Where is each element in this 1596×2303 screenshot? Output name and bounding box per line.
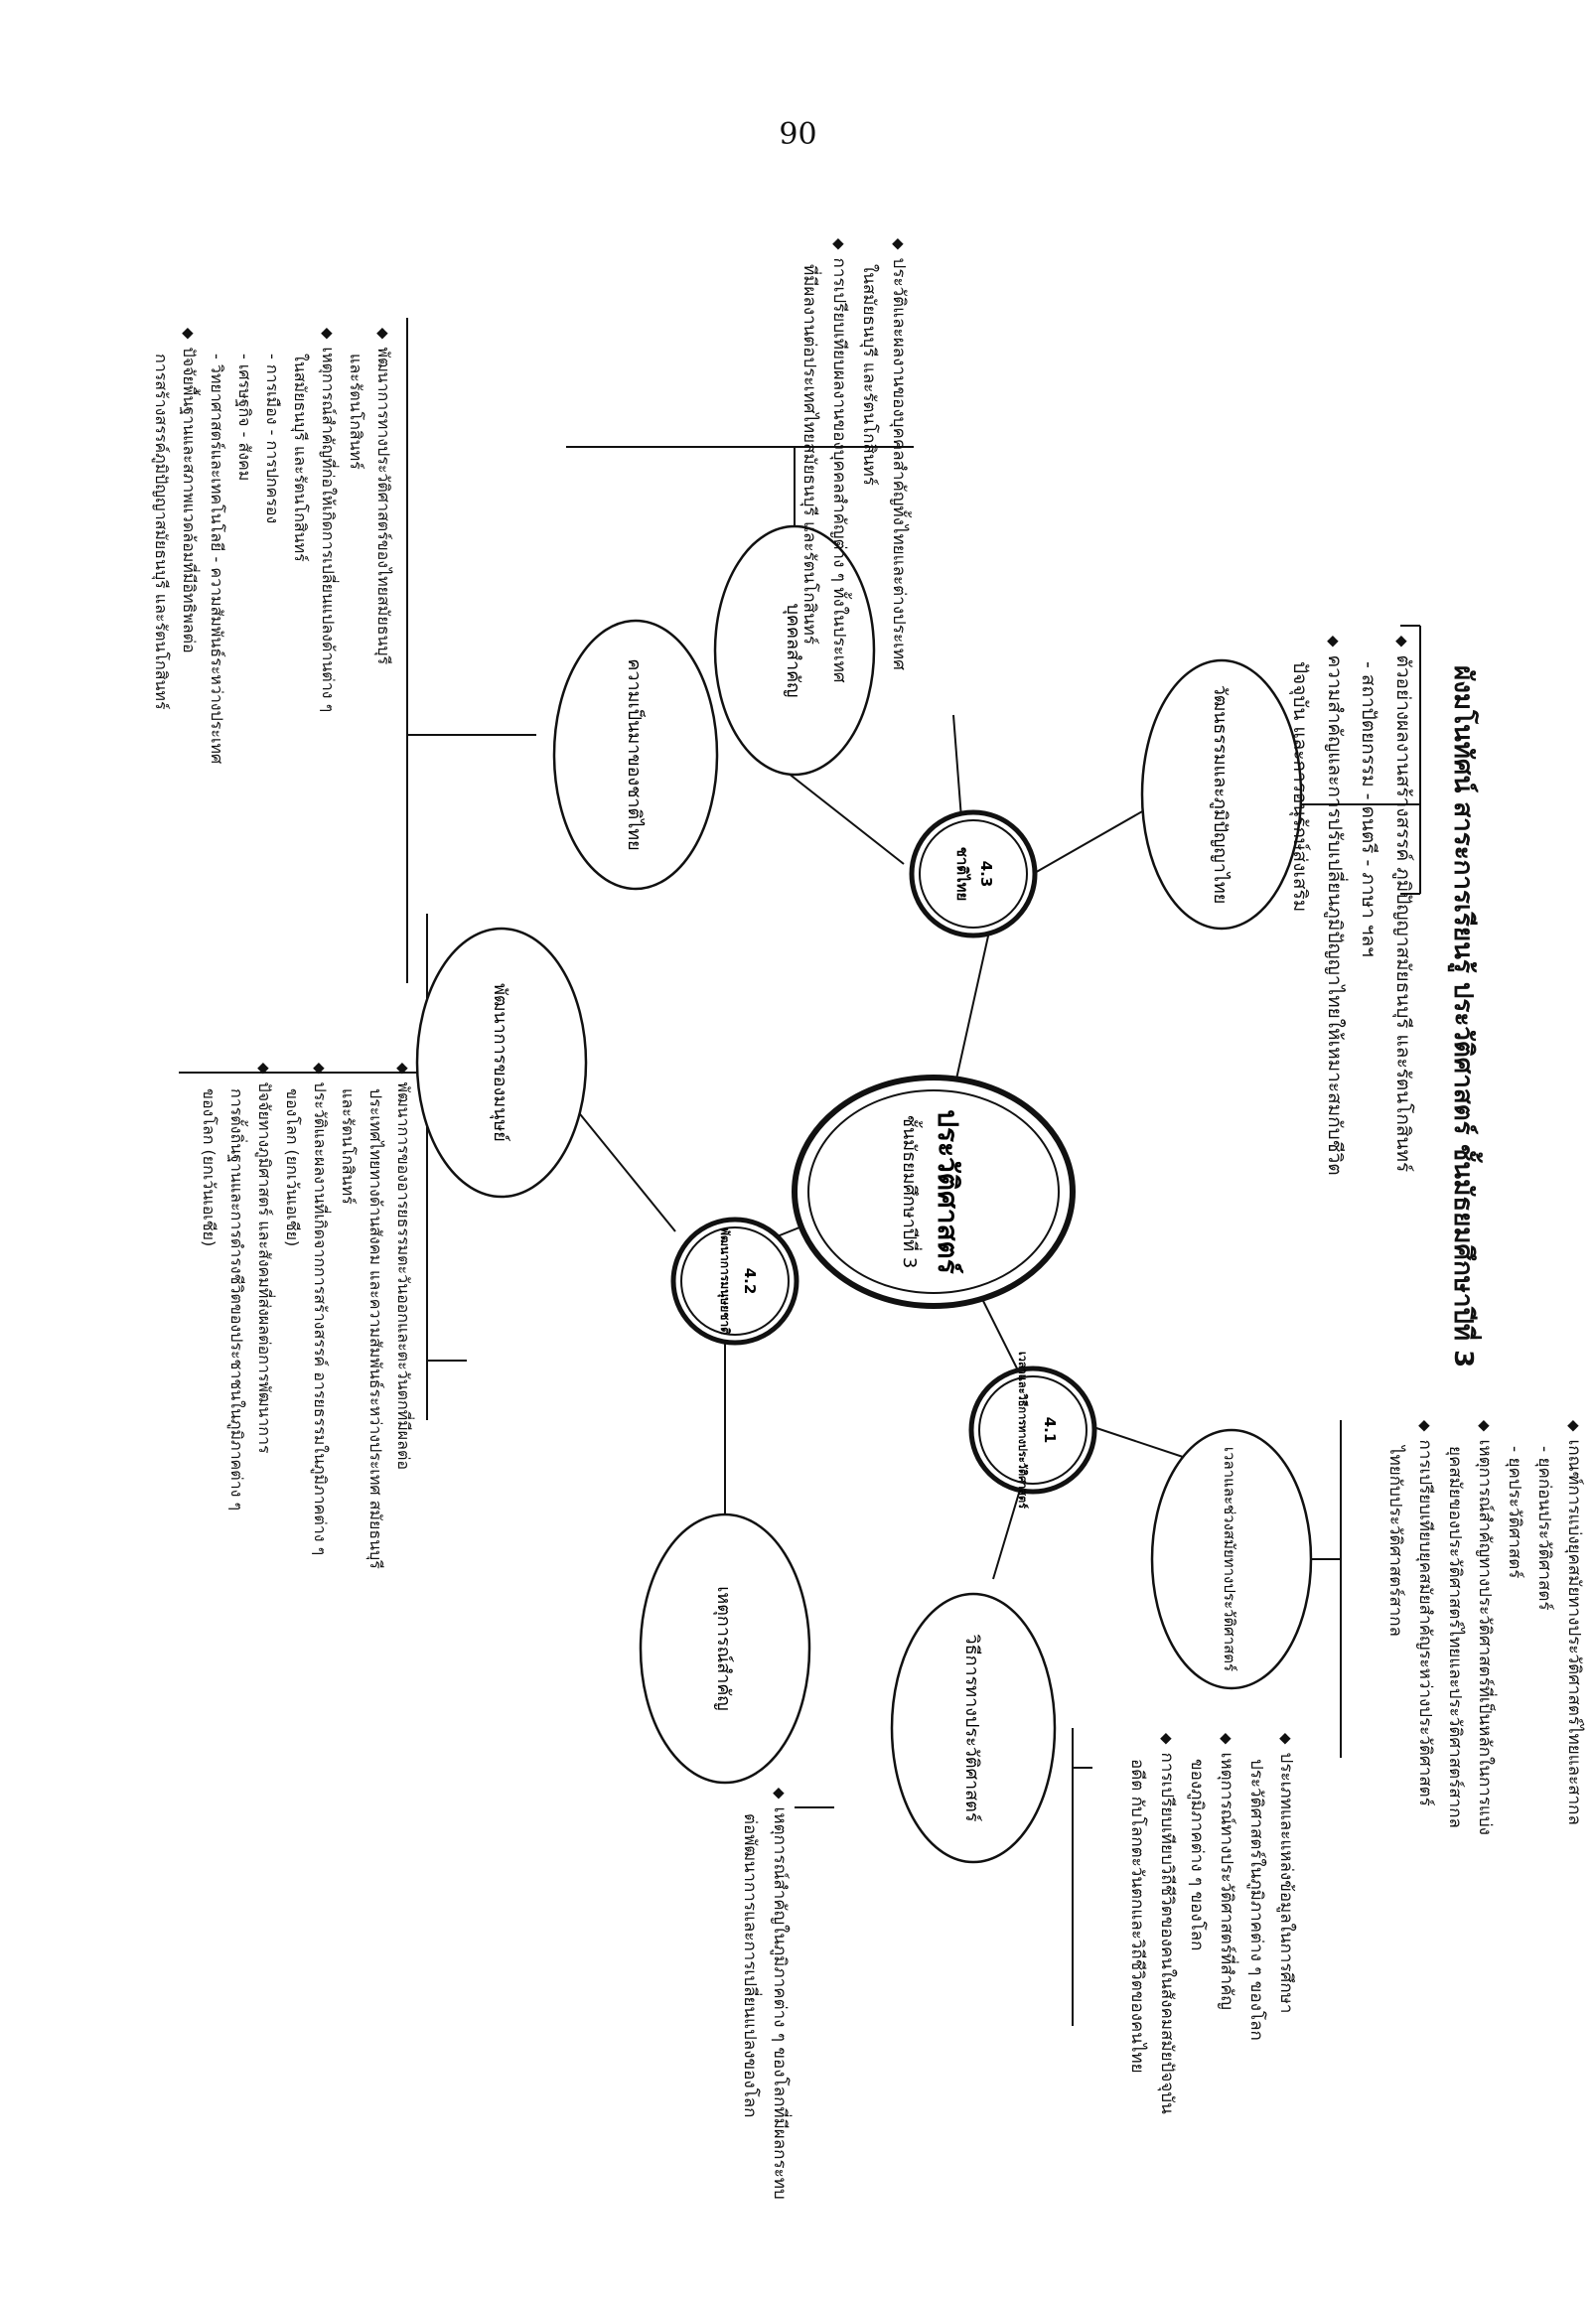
thai-nation-detail-4: ในสมัยธนบุรี และรัตนโกสินทร์ bbox=[291, 354, 310, 562]
method-detail-1: ประเภทและแหล่งข้อมูลในการศึกษา bbox=[1271, 1733, 1301, 2114]
unit-4-3-label: ชาติไทย bbox=[953, 847, 972, 902]
events-details: เหตุการณ์สำคัญในภูมิภาคต่าง ๆ ของโลกที่ม… bbox=[735, 1788, 795, 2200]
events-detail-1: เหตุการณ์สำคัญในภูมิภาคต่าง ๆ ของโลกที่ม… bbox=[765, 1788, 795, 2200]
unit-4-2-number: 4.2 bbox=[741, 1268, 759, 1295]
time-era-detail-4: เหตุการณ์สำคัญทางประวัติศาสตร์ที่เป็นหลั… bbox=[1470, 1420, 1500, 1835]
topic-culture-label: วัฒนธรรมและภูมิปัญญาไทย bbox=[1210, 685, 1232, 905]
center-node bbox=[792, 1075, 1076, 1309]
development-detail-7: การตั้งถิ่นฐานและการดำรงชีวิตของประชาชนใ… bbox=[227, 1088, 246, 1511]
persons-detail-4: ที่มีผลงานต่อประเทศไทยสมัยธนบุรี และรัตน… bbox=[799, 264, 819, 646]
method-detail-6: อดีต กับโลกตะวันตกและวิถีชีวิตของคนไทย bbox=[1127, 1759, 1147, 2074]
time-era-detail-6: การเปรียบเทียบยุคสมัยสำคัญระหว่างประวัติ… bbox=[1410, 1420, 1440, 1835]
topic-thai-nation-label: ความเป็นมาของชาติไทย bbox=[624, 658, 647, 850]
thai-nation-detail-1: พัฒนาการทางประวัติศาสตร์ของไทยสมัยธนบุรี bbox=[369, 328, 397, 764]
events-detail-2: ต่อพัฒนาการและการเปลี่ยนแปลงของโลก bbox=[740, 1813, 760, 2118]
map-title: ผังมโนทัศน์ สาระการเรียนรู้ ประวัติศาสตร… bbox=[1448, 665, 1478, 1368]
thai-nation-detail-9: การสร้างสรรค์ภูมิปัญญาสมัยธนบุรี และรัตน… bbox=[152, 354, 171, 710]
topic-culture: วัฒนธรรมและภูมิปัญญาไทย bbox=[1140, 658, 1303, 931]
time-era-detail-2: - ยุคก่อนประวัติศาสตร์ bbox=[1534, 1446, 1554, 1611]
unit-4-1-label: เวลาและวิธีการทางประวัติศาสตร์ bbox=[1016, 1352, 1029, 1509]
concept-map: ประวัติศาสตร์ ชั้นมัธยมศึกษาปีที่ 3 4.3 … bbox=[0, 199, 1589, 2200]
persons-detail-2: ในสมัยธนบุรี และรัตนโกสินทร์ bbox=[859, 264, 879, 486]
culture-detail-1: ตัวอย่างผลงานสร้างสรรค์ ภูมิปัญญาสมัยธนบ… bbox=[1385, 636, 1420, 1176]
persons-detail-3: การเปรียบเทียบผลงานของบุคคลสำคัญต่าง ๆ ท… bbox=[824, 238, 854, 683]
concept-map-stage: ประวัติศาสตร์ ชั้นมัธยมศึกษาปีที่ 3 4.3 … bbox=[0, 179, 1596, 2205]
thai-nation-detail-3: เหตุการณ์สำคัญที่ก่อให้เกิดการเปลี่ยนแปล… bbox=[314, 328, 342, 764]
persons-detail-1: ประวัติและผลงานของบุคคลสำคัญทั้งไทยและต่… bbox=[884, 238, 914, 683]
topic-events-label: เหตุการณ์สำคัญ bbox=[713, 1586, 734, 1711]
development-detail-4: ประวัติและผลงานที่เกิดจากการสร้างสรรค์ อ… bbox=[306, 1063, 334, 1569]
method-detail-2: ประวัติศาสตร์ในภูมิภาคต่าง ๆ ของโลก bbox=[1246, 1759, 1266, 2041]
topic-method: วิธีการทางประวัติศาสตร์ bbox=[890, 1592, 1057, 1864]
time-era-detail-3: - ยุคประวัติศาสตร์ bbox=[1505, 1446, 1524, 1579]
unit-node-4-3: 4.3 ชาติไทย bbox=[909, 809, 1038, 938]
development-detail-8: ของโลก (ยกเว้นเอเชีย) bbox=[200, 1088, 218, 1247]
culture-detail-4: ปัจจุบัน และการอนุรักษ์ส่งเสริม bbox=[1289, 661, 1311, 913]
time-era-details: เกณฑ์การแบ่งยุคสมัยทางประวัติศาสตร์ไทยแล… bbox=[1380, 1420, 1589, 1835]
topic-development: พัฒนาการของมนุษย์ bbox=[415, 927, 588, 1199]
topic-persons-label: บุคคลสำคัญ bbox=[783, 603, 803, 697]
thai-nation-detail-6: - เศรษฐกิจ - สังคม bbox=[235, 354, 254, 482]
thai-nation-detail-5: - การเมือง - การปกครอง bbox=[263, 354, 282, 524]
time-era-detail-5: ยุคสมัยของประวัติศาสตร์ไทยและประวัติศาสต… bbox=[1445, 1446, 1465, 1828]
method-detail-5: การเปรียบเทียบวิถีชีวิตของคนในสังคมสมัยป… bbox=[1152, 1733, 1182, 2114]
method-detail-4: ของภูมิภาคต่าง ๆ ของโลก bbox=[1187, 1759, 1207, 1951]
thai-nation-detail-8: ปัจจัยพื้นฐานและสภาพแวดล้อมที่มีอิทธิพลต… bbox=[175, 328, 203, 764]
center-main-label: ประวัติศาสตร์ bbox=[932, 1109, 964, 1274]
topic-time-era-label: เวลาและช่วงสมัยทางประวัติศาสตร์ bbox=[1221, 1447, 1238, 1671]
culture-detail-2: - สถาปัตยกรรม - ดนตรี - ภาษา ฯลฯ bbox=[1358, 661, 1379, 957]
thai-nation-details: พัฒนาการทางประวัติศาสตร์ของไทยสมัยธนบุรี… bbox=[147, 328, 397, 765]
topic-thai-nation: ความเป็นมาของชาติไทย bbox=[552, 619, 719, 891]
topic-method-label: วิธีการทางประวัติศาสตร์ bbox=[961, 1635, 982, 1822]
unit-node-4-1: 4.1 เวลาและวิธีการทางประวัติศาสตร์ bbox=[968, 1352, 1097, 1509]
unit-4-1-number: 4.1 bbox=[1041, 1417, 1059, 1444]
development-detail-2: ประเทศไทยทางด้านสังคม และความสัมพันธ์ระห… bbox=[366, 1088, 385, 1569]
method-details: ประเภทและแหล่งข้อมูลในการศึกษา ประวัติศา… bbox=[1122, 1733, 1301, 2114]
unit-4-2-label: พัฒนาการมนุษยชาติ bbox=[717, 1227, 732, 1335]
development-details: พัฒนาการของอารยธรรมตะวันออกและตะวันตกที่… bbox=[195, 1063, 417, 1569]
topic-development-label: พัฒนาการของมนุษย์ bbox=[490, 983, 510, 1142]
time-era-detail-1: เกณฑ์การแบ่งยุคสมัยทางประวัติศาสตร์ไทยแล… bbox=[1559, 1420, 1589, 1835]
unit-4-3-number: 4.3 bbox=[977, 861, 995, 888]
page-number: 90 bbox=[779, 117, 817, 152]
development-detail-3: และรัตนโกสินทร์ bbox=[339, 1088, 358, 1205]
topic-time-era: เวลาและช่วงสมัยทางประวัติศาสตร์ bbox=[1150, 1428, 1313, 1690]
thai-nation-detail-2: และรัตนโกสินทร์ bbox=[347, 354, 365, 470]
development-detail-5: ของโลก (ยกเว้นเอเชีย) bbox=[283, 1088, 302, 1247]
culture-details: ตัวอย่างผลงานสร้างสรรค์ ภูมิปัญญาสมัยธนบ… bbox=[1283, 636, 1420, 1176]
topic-events: เหตุการณ์สำคัญ bbox=[639, 1512, 811, 1785]
method-detail-3: เหตุการณ์ทางประวัติศาสตร์ที่สำคัญ bbox=[1212, 1733, 1241, 2114]
time-era-detail-7: ไทยกับประวัติศาสตร์สากล bbox=[1385, 1446, 1405, 1637]
thai-nation-detail-7: - วิทยาศาสตร์และเทคโนโลยี - ความสัมพันธ์… bbox=[208, 354, 226, 765]
persons-details: ประวัติและผลงานของบุคคลสำคัญทั้งไทยและต่… bbox=[795, 238, 914, 683]
unit-node-4-2: 4.2 พัฒนาการมนุษยชาติ bbox=[670, 1217, 799, 1346]
culture-detail-3: ความสำคัญและการปรับเปลี่ยนภูมิปัญญาไทยให… bbox=[1317, 636, 1352, 1176]
development-detail-1: พัฒนาการของอารยธรรมตะวันออกและตะวันตกที่… bbox=[389, 1063, 417, 1569]
center-sub-label: ชั้นมัธยมศึกษาปีที่ 3 bbox=[899, 1115, 923, 1269]
development-detail-6: ปัจจัยทางภูมิศาสตร์ และสังคมที่ส่งผลต่อก… bbox=[250, 1063, 278, 1569]
